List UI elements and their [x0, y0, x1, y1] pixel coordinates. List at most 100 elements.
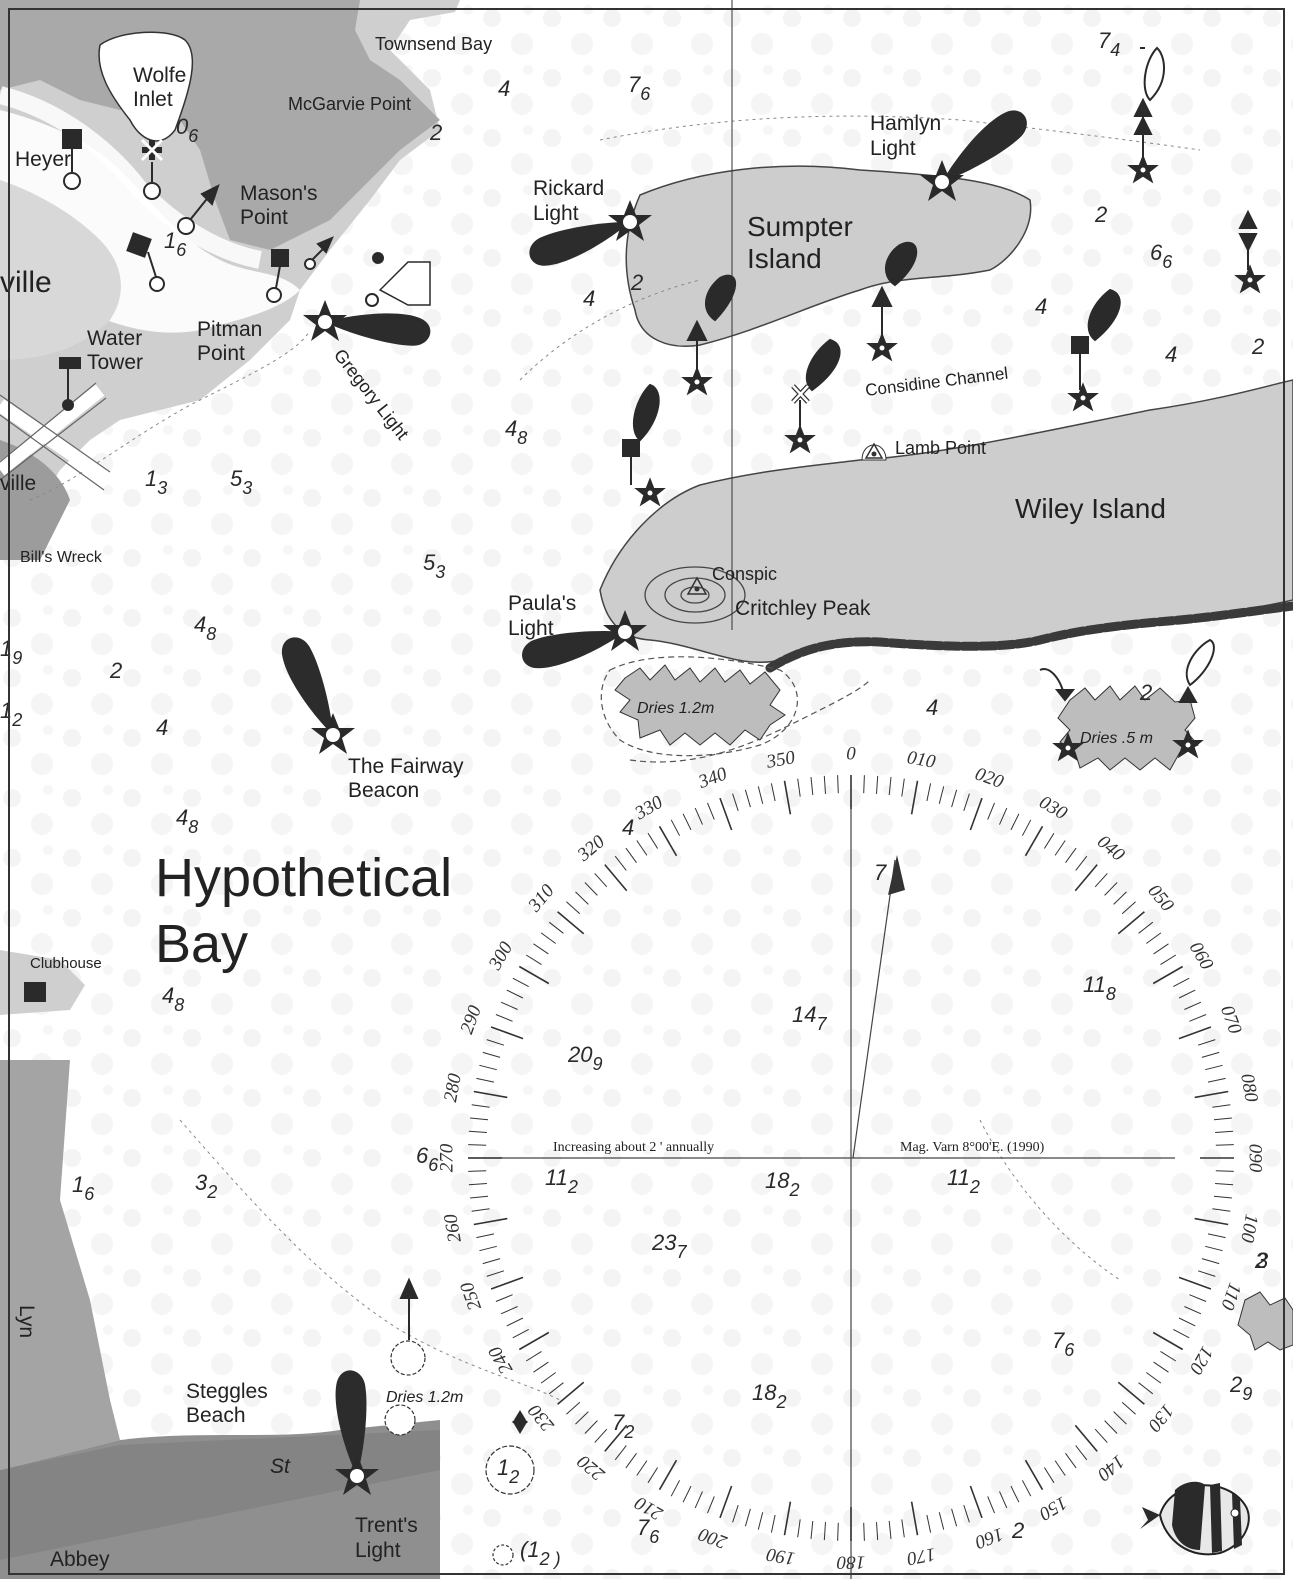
compass-tick [837, 1522, 839, 1541]
sounding: 4 [1035, 294, 1047, 319]
label-lamb-point: Lamb Point [895, 438, 986, 458]
compass-tick [584, 1420, 598, 1434]
compass-tick [557, 911, 585, 935]
compass-tick [476, 1077, 495, 1083]
sounding: 4 [926, 695, 938, 720]
label-wolfe-inlet-2: Inlet [133, 88, 173, 111]
compass-tick [506, 989, 524, 999]
compass-tick [495, 1014, 513, 1022]
chart-frame [8, 8, 1285, 1575]
compass-tick [518, 1331, 550, 1351]
compass-tick [1054, 840, 1066, 856]
compass-tick [757, 1512, 764, 1530]
sounding: 2 [429, 120, 442, 145]
compass-tick [707, 1496, 715, 1514]
compass-tick [495, 1294, 513, 1302]
compass-tick [1201, 1258, 1220, 1265]
compass-tick [910, 1501, 919, 1536]
compass-tick [963, 793, 970, 812]
compass-tick [1094, 873, 1108, 888]
magnetic-north-arrow [888, 855, 905, 895]
depth-contours [29, 115, 1201, 1401]
compass-tick [575, 1411, 589, 1425]
sounding: 2 [1254, 1248, 1267, 1273]
compass-tick [500, 1306, 518, 1315]
label-dries-1-2: Dries 1.2m [637, 700, 714, 717]
compass-tick [910, 780, 919, 815]
sounding: 48 [505, 416, 527, 448]
compass-tick [1117, 1381, 1145, 1405]
label-heyer: Heyer [15, 148, 71, 171]
compass-tick [468, 1130, 487, 1133]
sounding: 48 [194, 612, 216, 644]
compass-tick [468, 1183, 487, 1186]
compass-tick [926, 783, 932, 802]
compass-tick [1213, 1117, 1232, 1121]
variation-note-left: Increasing about 2 ' annually [553, 1140, 714, 1155]
compass-tick [926, 1514, 932, 1533]
sounding: 12 [497, 1455, 519, 1487]
compass-tick [482, 1051, 501, 1058]
lamb-point-symbol [861, 442, 887, 461]
sounding: 2 [1251, 334, 1264, 359]
compass-tick [938, 786, 945, 804]
compass-degree-label: 010 [905, 747, 937, 773]
compass-degree-label: 180 [836, 1552, 865, 1573]
label-sumpter-island-2: Island [747, 243, 822, 274]
compass-tick [1178, 1276, 1212, 1290]
label-townsend-bay: Townsend Bay [375, 34, 492, 54]
compass-tick [1153, 1361, 1169, 1373]
label-pitman-point-2: Point [197, 342, 245, 365]
compass-degree-label: 100 [1236, 1212, 1262, 1244]
compass-tick [1160, 954, 1177, 966]
compass-tick [518, 965, 550, 985]
compass-tick [1152, 965, 1184, 985]
shoal-contours [600, 656, 871, 763]
compass-degree-label: 080 [1236, 1072, 1262, 1104]
compass-tick [500, 1001, 518, 1010]
compass-tick [707, 802, 715, 820]
compass-tick [647, 832, 659, 849]
compass-tick [625, 1453, 637, 1469]
sounding: 182 [765, 1168, 800, 1200]
sounding: 76 [1052, 1328, 1075, 1360]
compass-tick [1113, 891, 1127, 905]
label-hamlyn-light-1: Hamlyn [870, 112, 941, 135]
compass-tick [951, 789, 958, 808]
compass-degree-label: 270 [436, 1143, 457, 1172]
label-wiley-island: Wiley Island [1015, 493, 1166, 524]
compass-tick [525, 1350, 542, 1362]
compass-tick [1021, 1480, 1032, 1497]
label-fairway-beacon-1: The Fairway [348, 755, 464, 778]
sounding: 2 [1094, 202, 1107, 227]
compass-tick [548, 921, 564, 934]
sounding: 112 [545, 1165, 578, 1197]
compass-tick [540, 932, 556, 944]
label-critchley-peak: Critchley Peak [735, 597, 871, 620]
compass-tick [625, 847, 637, 863]
compass-degree-label: 0 [846, 743, 856, 764]
label-paulas-light-2: Light [508, 617, 554, 640]
compass-tick [757, 786, 764, 804]
label-trents-light-1: Trent's [355, 1514, 418, 1537]
compass-tick [719, 797, 733, 831]
compass-tick [888, 777, 892, 796]
compass-tick [1043, 1467, 1055, 1484]
compass-tick [594, 1428, 608, 1443]
label-sumpter-island-1: Sumpter [747, 211, 853, 242]
sounding: 06 [176, 114, 199, 146]
compass-tick [901, 778, 905, 797]
compass-tick [797, 778, 801, 797]
compass-tick [1184, 1306, 1202, 1315]
compass-tick [863, 1522, 865, 1541]
compass-ticks [468, 775, 1234, 1541]
fish-illustration [1140, 1481, 1250, 1556]
compass-tick [1024, 1459, 1044, 1491]
label-masons-point-2: Point [240, 206, 288, 229]
compass-tick [1178, 1317, 1196, 1327]
compass-tick [1194, 1090, 1229, 1099]
sounding: 7 [874, 860, 887, 885]
label-steggles-beach-1: Steggles [186, 1380, 268, 1403]
label-abbey: Abbey [50, 1548, 110, 1571]
sounding: 4 [583, 286, 595, 311]
